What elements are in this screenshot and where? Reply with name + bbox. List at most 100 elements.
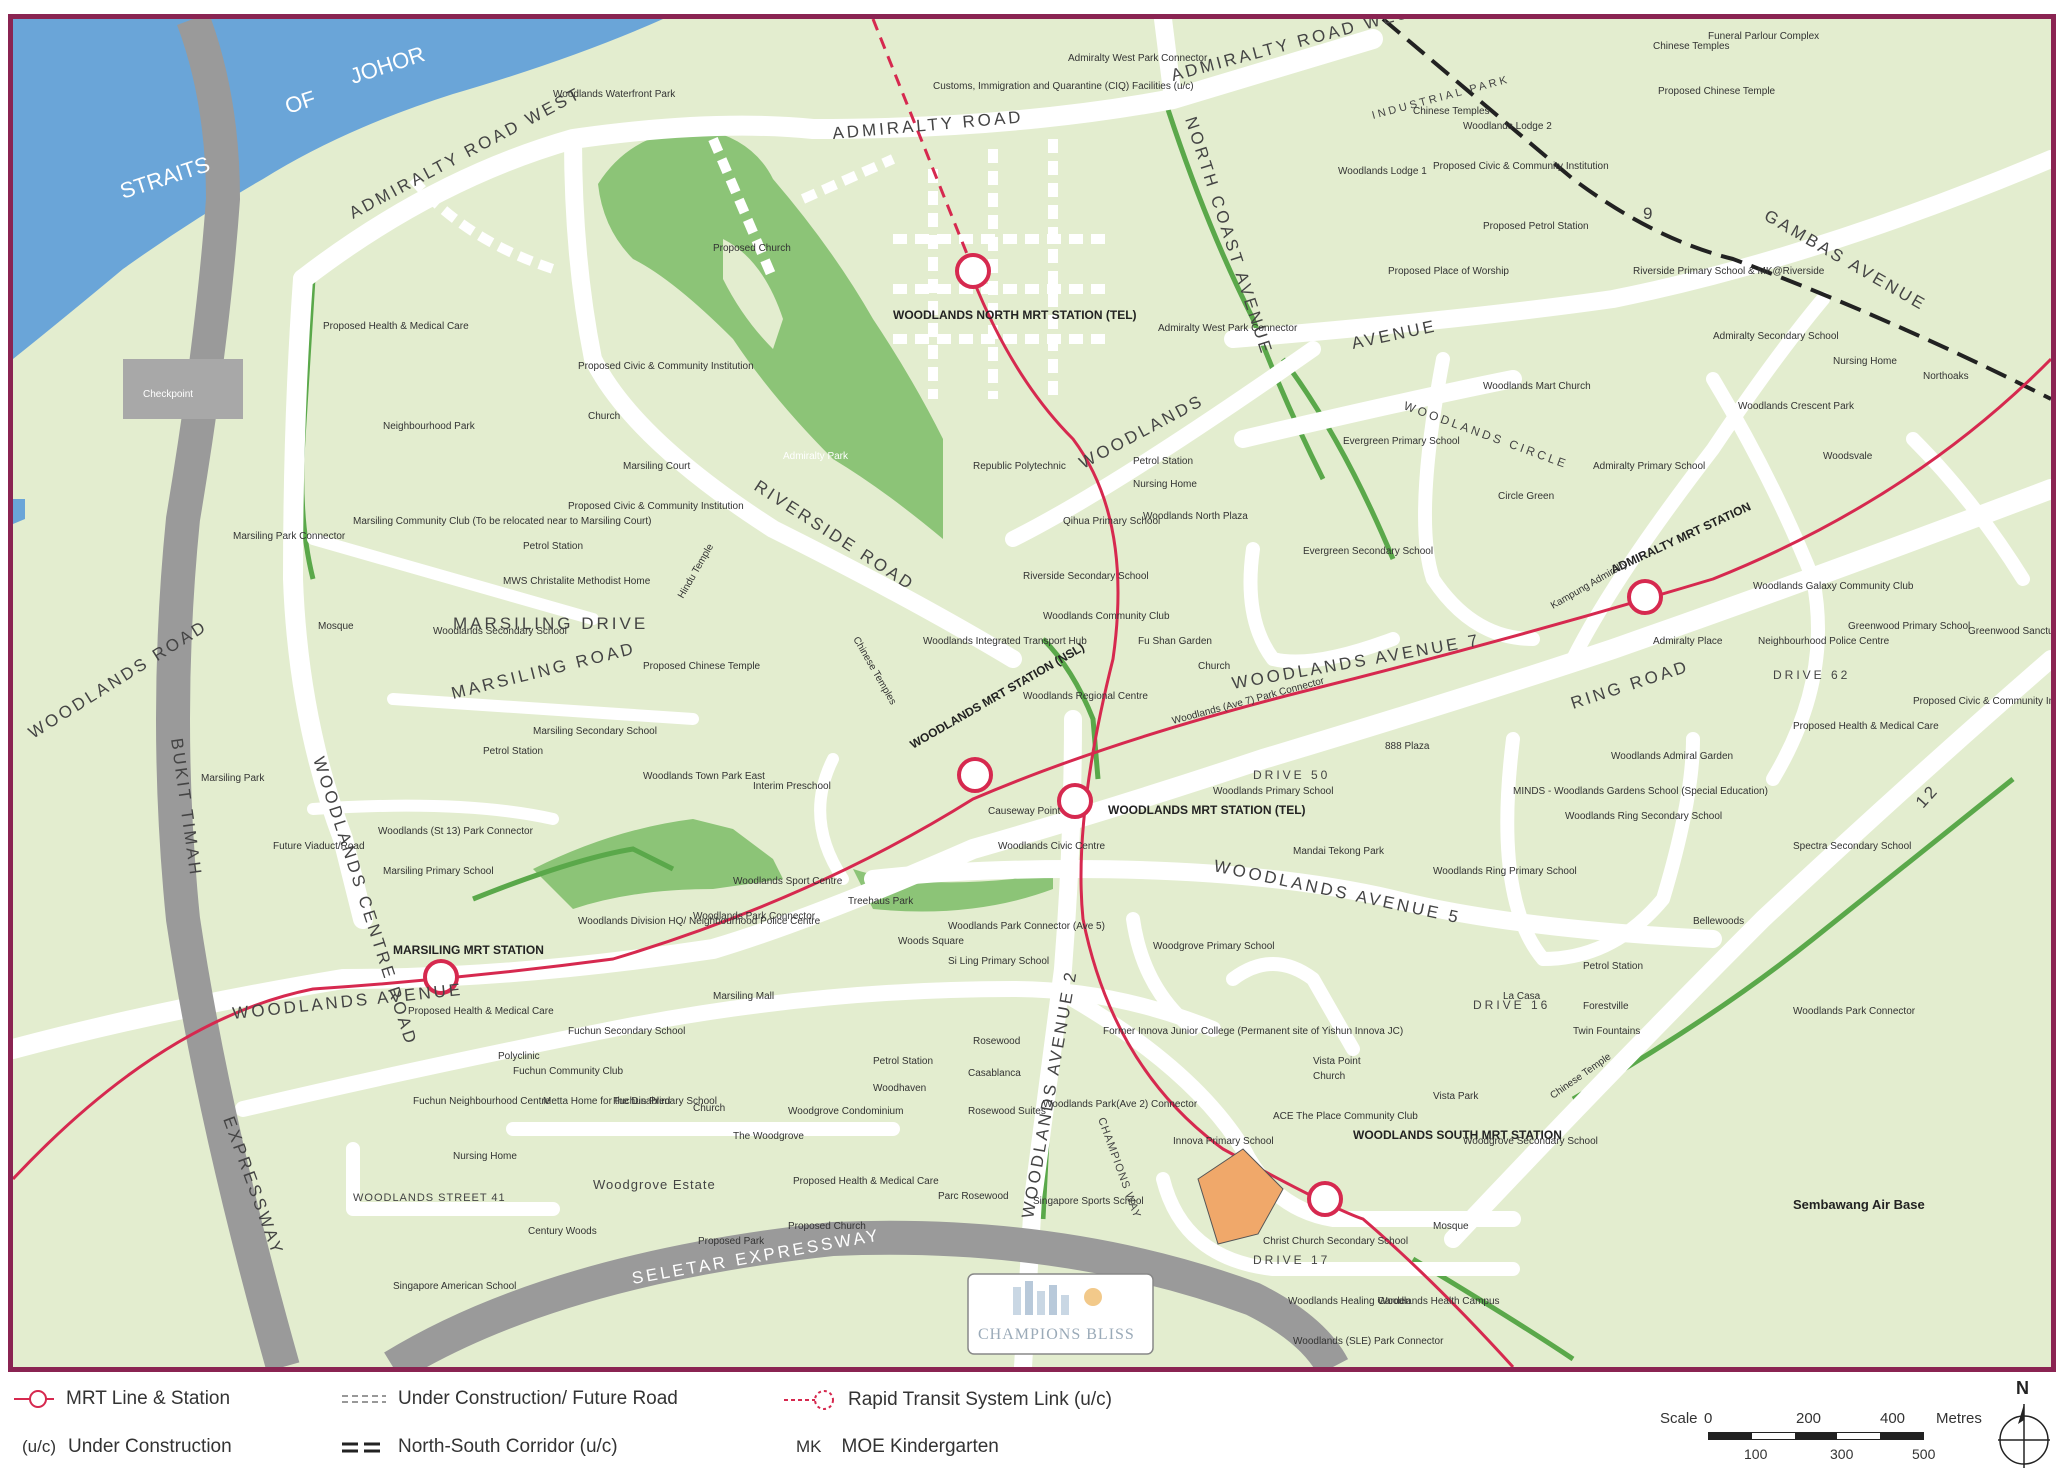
station-woodlands-nsl [957, 757, 993, 793]
scale-tick-500: 500 [1912, 1446, 1936, 1462]
label-proposed-civic3: Proposed Civic & Community Institution [1433, 161, 1609, 172]
label-the-woodgrove: The Woodgrove [733, 1131, 804, 1142]
park-ave5 [853, 864, 1053, 912]
road-woodgrove-estate: Woodgrove Estate [593, 1177, 716, 1192]
dashed-road-icon [342, 1395, 386, 1403]
label-npc: Neighbourhood Police Centre [1758, 636, 1890, 647]
north-south-corridor [1381, 19, 2051, 401]
label-proposed-civic2: Proposed Civic & Community Institution [568, 501, 744, 512]
checkpoint [123, 359, 243, 419]
scale-tick-200: 200 [1796, 1410, 1822, 1427]
label-fuchun-pri: Fuchun Primary School [613, 1096, 717, 1107]
road-woodlands-drive-17: DRIVE 17 [1253, 1253, 1330, 1267]
label-admiralty-west-pc: Admiralty West Park Connector [1068, 53, 1208, 64]
label-marsiling: MARSILING MRT STATION [393, 943, 544, 957]
label-parc-rosewood: Parc Rosewood [938, 1191, 1009, 1202]
label-fuchun-cc: Fuchun Community Club [513, 1066, 623, 1077]
label-admiralty: ADMIRALTY MRT STATION [1608, 499, 1753, 576]
label-metta: Metta Home for the Disabled [543, 1096, 670, 1107]
label-marsiling-mall: Marsiling Mall [713, 991, 774, 1002]
label-ring-pri: Woodlands Ring Primary School [1433, 866, 1577, 877]
label-proposed-chinese-temple: Proposed Chinese Temple [643, 661, 761, 672]
label-woodlands-lodge2: Woodlands Lodge 2 [1463, 121, 1552, 132]
legend-mk: MK MOE Kindergarten [796, 1436, 999, 1458]
label-health-campus: Woodlands Health Campus [1378, 1296, 1500, 1307]
scale-tick-400: 400 [1880, 1410, 1906, 1427]
label-woodlands-mart-church: Woodlands Mart Church [1483, 381, 1591, 392]
legend-nsc: North-South Corridor (u/c) [342, 1436, 618, 1458]
station-marsiling [423, 959, 459, 995]
label-petrol-station4: Petrol Station [1583, 961, 1643, 972]
label-spectra: Spectra Secondary School [1793, 841, 1911, 852]
label-marsiling-cc: Marsiling Community Club (To be relocate… [353, 516, 651, 527]
label-fuchun-npc: Fuchun Neighbourhood Centre [413, 1096, 551, 1107]
label-woodlands-pc: Woodlands Park Connector [693, 911, 816, 922]
road-woodlands-ave-9: 9 [1643, 204, 1655, 223]
label-woodlands-pri: Woodlands Primary School [1213, 786, 1333, 797]
legend-uc-label: Under Construction [68, 1436, 232, 1457]
seletar-expressway [384, 1220, 1349, 1367]
label-proposed-health: Proposed Health & Medical Care [323, 321, 469, 332]
label-church3: Church [1313, 1071, 1345, 1082]
label-republic-poly: Republic Polytechnic [973, 461, 1066, 472]
label-neighbourhood-park: Neighbourhood Park [383, 421, 476, 432]
label-wi-transport-hub: Woodlands Integrated Transport Hub [923, 636, 1087, 647]
label-woodgrove-pri: Woodgrove Primary School [1153, 941, 1275, 952]
label-proposed-civic4: Proposed Civic & Community Institution [1913, 696, 2051, 707]
label-marsiling-pc: Marsiling Park Connector [233, 531, 346, 542]
label-woodlands-tel: WOODLANDS MRT STATION (TEL) [1108, 803, 1306, 817]
label-singapore-sports: Singapore Sports School [1033, 1196, 1144, 1207]
scale-metres: Metres [1936, 1410, 1982, 1427]
label-innova-pri: Innova Primary School [1173, 1136, 1274, 1147]
mrt-stations [423, 253, 1663, 1217]
label-proposed-church: Proposed Church [713, 243, 791, 254]
legend-uc-abbr: (u/c) [22, 1437, 56, 1456]
map[interactable]: STRAITS OF JOHOR Checkpoint ADMIRALTY RO… [8, 14, 2056, 1372]
label-waterfront-park: Woodlands Waterfront Park [553, 89, 676, 100]
label-rosewood: Rosewood [973, 1036, 1020, 1047]
label-woodgrove-sec: Woodgrove Secondary School [1463, 1136, 1598, 1147]
label-petrol-station5: Petrol Station [873, 1056, 933, 1067]
label-proposed-health3: Proposed Health & Medical Care [408, 1006, 554, 1017]
label-former-innova: Former Innova Junior College (Permanent … [1103, 1026, 1403, 1037]
label-causeway-point: Causeway Point [988, 806, 1060, 817]
label-greenwood-pri: Greenwood Primary School [1848, 621, 1970, 632]
label-pc-ave5: Woodlands Park Connector (Ave 5) [948, 921, 1105, 932]
label-proposed-health2: Proposed Health & Medical Care [1793, 721, 1939, 732]
compass-icon [1998, 1404, 2050, 1468]
legend-future-road-label: Under Construction/ Future Road [398, 1388, 678, 1409]
label-nursing-home: Nursing Home [1133, 479, 1197, 490]
corridor-icon [342, 1442, 386, 1453]
label-admiralty-pri: Admiralty Primary School [1593, 461, 1705, 472]
legend-mk-abbr: MK [796, 1437, 822, 1456]
road-admiralty-road: ADMIRALTY ROAD [832, 107, 1025, 143]
label-church: Church [588, 411, 620, 422]
label-woods-square: Woods Square [898, 936, 964, 947]
label-marsiling-pri: Marsiling Primary School [383, 866, 494, 877]
road-woodlands-drive-50: DRIVE 50 [1253, 768, 1330, 782]
label-woodgrove-condo: Woodgrove Condominium [788, 1106, 903, 1117]
label-vista-park: Vista Park [1433, 1091, 1479, 1102]
label-champions-bliss: CHAMPIONS BLISS [978, 1326, 1135, 1343]
label-plaza888: 888 Plaza [1385, 741, 1430, 752]
label-ciq: Customs, Immigration and Quarantine (CIQ… [933, 81, 1194, 92]
label-petrol-station2: Petrol Station [483, 746, 543, 757]
label-woodlands-lodge1: Woodlands Lodge 1 [1338, 166, 1427, 177]
road-woodlands-street-41: WOODLANDS STREET 41 [353, 1192, 506, 1204]
label-woodlands-crescent-park: Woodlands Crescent Park [1738, 401, 1855, 412]
admiralty-park-2 [723, 239, 783, 349]
road-woodlands-ave-5: WOODLANDS AVENUE 5 [1212, 856, 1463, 927]
label-mosque2: Mosque [1433, 1221, 1469, 1232]
label-admiral-garden: Woodlands Admiral Garden [1611, 751, 1733, 762]
label-regional-centre: Woodlands Regional Centre [1023, 691, 1148, 702]
label-riverside-pri: Riverside Primary School & MK@Riverside [1633, 266, 1825, 277]
label-bellewoods: Bellewoods [1693, 916, 1744, 927]
legend-future-road: Under Construction/ Future Road [342, 1388, 678, 1410]
label-park-connector: Woodlands Park Connector [1793, 1006, 1916, 1017]
legend: MRT Line & Station (u/c) Under Construct… [0, 1372, 2064, 1474]
label-woodlands-sec: Woodlands Secondary School [433, 626, 567, 637]
label-proposed-health4: Proposed Health & Medical Care [793, 1176, 939, 1187]
legend-mrt-label: MRT Line & Station [66, 1388, 231, 1409]
label-future-viaduct: Future Viaduct/Road [273, 841, 365, 852]
station-woodlands-tel [1057, 783, 1093, 819]
